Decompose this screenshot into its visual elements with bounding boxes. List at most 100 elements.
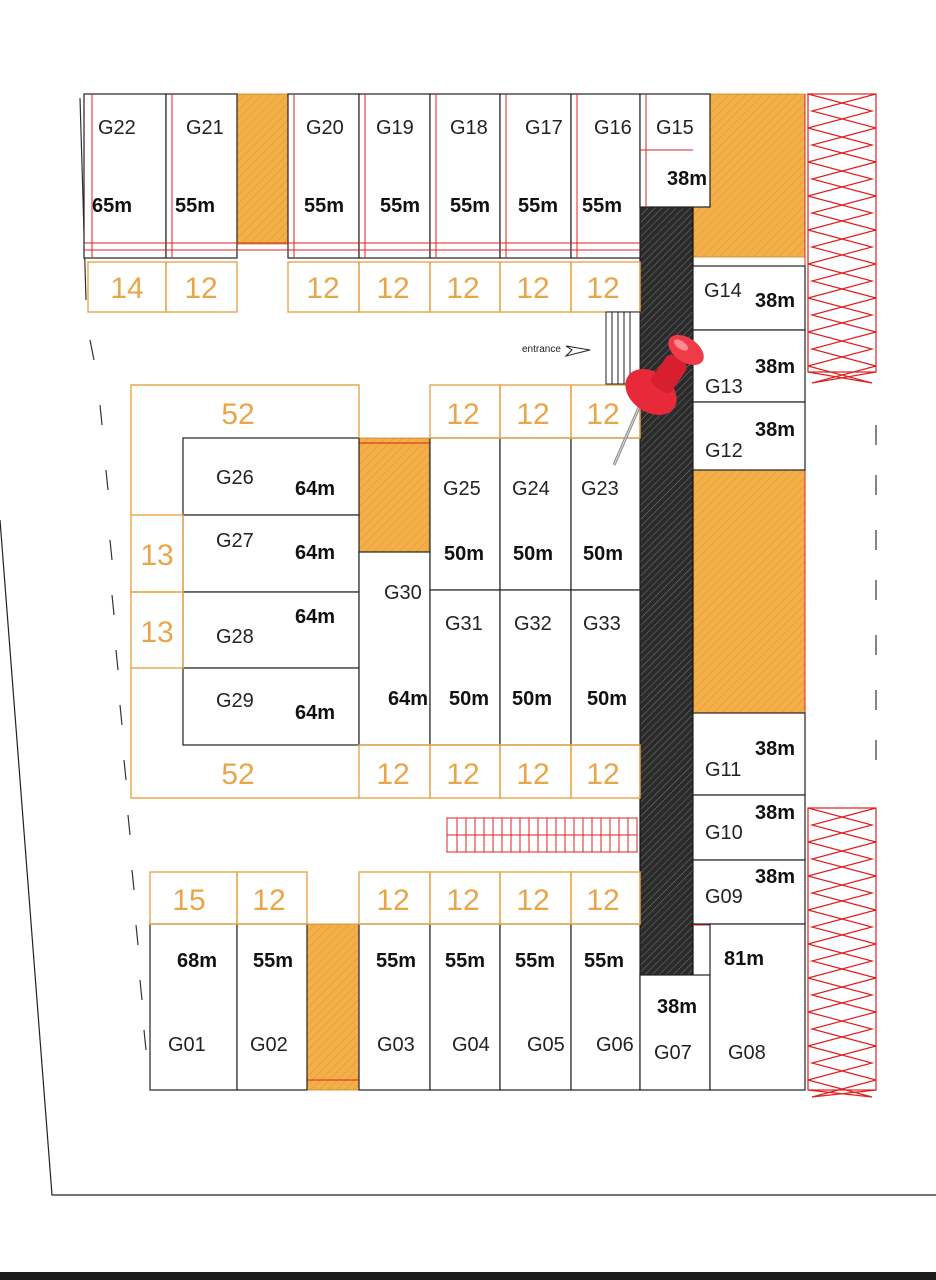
parking-bay-number: 12	[586, 272, 619, 305]
unit-g26	[182, 437, 360, 516]
unit-size: 38m	[755, 419, 795, 441]
unit-size: 50m	[444, 543, 484, 565]
unit-name: G02	[250, 1034, 288, 1056]
unit-size: 38m	[755, 802, 795, 824]
parking-bay-number: 12	[376, 758, 409, 791]
unit-name: G19	[376, 117, 414, 139]
unit-size: 50m	[587, 688, 627, 710]
unit-g29	[182, 667, 360, 746]
parking-bay-number: 12	[516, 758, 549, 791]
unit-g23	[570, 437, 641, 591]
unit-g32	[499, 589, 572, 746]
parking-bay-number: 12	[446, 884, 479, 917]
unit-g18	[429, 93, 501, 259]
parking-bays	[87, 261, 641, 925]
parking-bay-number: 15	[172, 884, 205, 917]
bottom-bar	[0, 1272, 936, 1280]
orange-block	[236, 93, 289, 245]
unit-g22	[83, 93, 167, 259]
unit-name: G10	[705, 822, 743, 844]
unit-g07	[639, 974, 711, 1091]
unit-g10	[692, 794, 806, 861]
unit-name: G21	[186, 117, 224, 139]
parking-bay-number: 52	[221, 398, 254, 431]
unit-size: 64m	[295, 702, 335, 724]
driveway-ramp	[639, 206, 694, 976]
orange-block	[306, 923, 360, 1091]
unit-g06	[570, 923, 641, 1091]
unit-name: G15	[656, 117, 694, 139]
unit-size: 55m	[518, 195, 558, 217]
unit-g20	[287, 93, 360, 259]
unit-size: 64m	[295, 542, 335, 564]
parking-bay-number: 12	[586, 398, 619, 431]
unit-name: G06	[596, 1034, 634, 1056]
right-unit-column	[692, 265, 806, 925]
unit-size: 50m	[513, 543, 553, 565]
unit-name: G03	[377, 1034, 415, 1056]
unit-name: G22	[98, 117, 136, 139]
orange-block	[692, 93, 806, 258]
parking-bay-number: 14	[110, 272, 143, 305]
parking-bay-number: 12	[516, 272, 549, 305]
orange-block	[358, 437, 430, 553]
unit-g01	[149, 923, 238, 1091]
unit-size: 64m	[388, 688, 428, 710]
orange-blocks	[236, 93, 806, 1091]
unit-name: G31	[445, 613, 483, 635]
site-boundary	[0, 519, 936, 1196]
parking-bay-number: 12	[306, 272, 339, 305]
unit-g14	[692, 265, 806, 331]
unit-g12	[692, 401, 806, 471]
unit-size: 38m	[667, 168, 707, 190]
unit-g02	[236, 923, 308, 1091]
unit-size: 55m	[450, 195, 490, 217]
unit-g25	[429, 437, 501, 591]
parking-bay-number: 12	[516, 398, 549, 431]
stairs	[446, 817, 638, 853]
parking-bay-number: 12	[252, 884, 285, 917]
unit-size: 55m	[445, 950, 485, 972]
unit-name: G08	[728, 1042, 766, 1064]
unit-size: 55m	[376, 950, 416, 972]
unit-name: G29	[216, 690, 254, 712]
unit-g27	[182, 514, 360, 593]
unit-g31	[429, 589, 501, 746]
unit-name: G33	[583, 613, 621, 635]
unit-name: G26	[216, 467, 254, 489]
unit-g13	[692, 329, 806, 403]
unit-g33	[570, 589, 641, 746]
unit-labels: G2265mG2155mG2055mG1955mG1855mG1755mG165…	[92, 117, 795, 1064]
unit-size: 65m	[92, 195, 132, 217]
unit-name: G01	[168, 1034, 206, 1056]
unit-g21	[165, 93, 238, 259]
unit-name: G23	[581, 478, 619, 500]
unit-size: 55m	[175, 195, 215, 217]
unit-name: G32	[514, 613, 552, 635]
unit-name: G25	[443, 478, 481, 500]
parking-bay-number: 13	[140, 616, 173, 649]
location-pin-icon	[612, 334, 704, 466]
unit-name: G28	[216, 626, 254, 648]
red-hatch-strip-bottom	[807, 807, 877, 1098]
unit-name: G27	[216, 530, 254, 552]
unit-size: 55m	[515, 950, 555, 972]
unit-size: 38m	[755, 866, 795, 888]
unit-size: 55m	[304, 195, 344, 217]
parking-bay-number: 12	[446, 398, 479, 431]
unit-size: 38m	[755, 290, 795, 312]
unit-g09	[692, 859, 806, 925]
unit-name: G13	[705, 376, 743, 398]
unit-name: G20	[306, 117, 344, 139]
unit-g03	[358, 923, 431, 1091]
unit-size: 64m	[295, 606, 335, 628]
orange-block	[692, 469, 806, 714]
unit-name: G18	[450, 117, 488, 139]
unit-size: 55m	[253, 950, 293, 972]
unit-g30	[358, 551, 431, 746]
unit-name: G12	[705, 440, 743, 462]
unit-size: 64m	[295, 478, 335, 500]
unit-size: 55m	[582, 195, 622, 217]
